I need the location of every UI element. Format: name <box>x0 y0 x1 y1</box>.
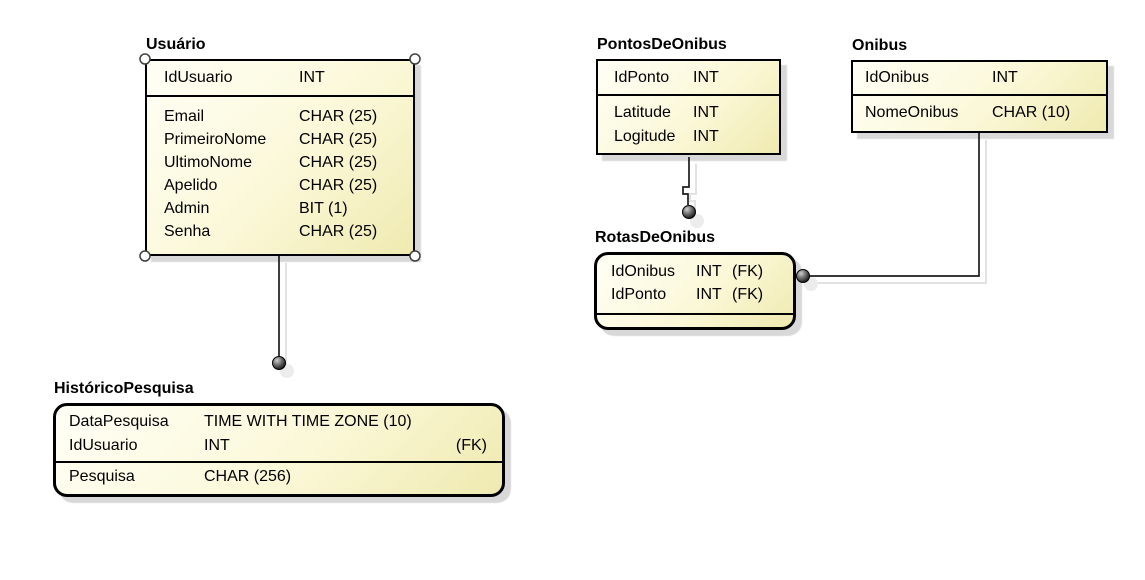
attribute-type: CHAR (256) <box>204 467 292 485</box>
attribute-type: INT <box>693 68 719 86</box>
attribute-type: CHAR (25) <box>299 131 378 148</box>
attribute-row: Logitude INT <box>598 125 795 149</box>
attribute-name: Pesquisa <box>69 467 135 485</box>
entity-title: RotasDeOnibus <box>595 229 716 246</box>
entity-box[interactable]: DataPesquisa TIME WITH TIME ZONE (10) Id… <box>53 403 505 497</box>
entity-box[interactable]: IdOnibus INT (FK) IdPonto INT (FK) <box>594 252 796 330</box>
primary-key-section: IdOnibus INT (FK) IdPonto INT (FK) <box>597 255 793 315</box>
attribute-row: UltimoNome CHAR (25) <box>147 151 430 174</box>
selection-handle[interactable] <box>139 250 151 262</box>
attribute-row: IdUsuario INT <box>147 69 413 87</box>
attributes-section: Pesquisa CHAR (256) <box>56 463 502 490</box>
entity-usuario[interactable]: Usuário IdUsuario INT Email CHAR (25) Pr… <box>145 36 415 256</box>
attribute-type: TIME WITH TIME ZONE (10) <box>204 413 412 430</box>
attributes-section: NomeOnibus CHAR (10) <box>853 96 1106 129</box>
attribute-row: IdUsuario INT (FK) <box>56 434 502 458</box>
relationship-line-shadow <box>812 140 987 284</box>
attributes-section: Latitude INT Logitude INT <box>598 96 779 149</box>
attribute-row: IdOnibus INT <box>853 69 1106 87</box>
selection-handle[interactable] <box>139 53 151 65</box>
attribute-name: IdOnibus <box>611 263 676 280</box>
attribute-type: INT <box>992 69 1018 86</box>
entity-title: Onibus <box>852 37 908 54</box>
attribute-name: PrimeiroNome <box>164 131 267 148</box>
relationship-line <box>806 133 980 277</box>
attribute-name: IdPonto <box>614 68 670 86</box>
endpoint-dot-icon <box>272 356 286 370</box>
entity-title: Usuário <box>146 36 206 53</box>
entity-box[interactable]: IdOnibus INT NomeOnibus CHAR (10) <box>851 60 1108 133</box>
primary-key-section: IdUsuario INT <box>147 61 413 97</box>
attribute-name: Logitude <box>614 128 676 145</box>
entity-pontos-de-onibus[interactable]: PontosDeOnibus IdPonto INT Latitude INT … <box>596 36 781 155</box>
relationship-onibus-rotas[interactable] <box>796 133 987 291</box>
attribute-name: DataPesquisa <box>69 413 169 430</box>
entity-historico-pesquisa[interactable]: HistóricoPesquisa DataPesquisa TIME WITH… <box>53 380 505 497</box>
relationship-line <box>682 157 690 205</box>
primary-key-section: DataPesquisa TIME WITH TIME ZONE (10) Id… <box>56 406 502 463</box>
attribute-type: INT <box>693 128 719 145</box>
foreign-key-marker: (FK) <box>732 263 764 280</box>
attribute-row: Email CHAR (25) <box>147 105 430 128</box>
attribute-row: Senha CHAR (25) <box>147 220 430 243</box>
foreign-key-marker: (FK) <box>732 286 764 303</box>
entity-rotas-de-onibus[interactable]: RotasDeOnibus IdOnibus INT (FK) IdPonto … <box>594 229 796 330</box>
attribute-row: Latitude INT <box>598 101 795 125</box>
attribute-type: CHAR (25) <box>299 177 378 194</box>
foreign-key-marker: (FK) <box>455 437 487 454</box>
relationship-usuario-historico[interactable] <box>272 256 295 378</box>
endpoint-dot-icon <box>682 205 696 219</box>
attribute-type: INT <box>696 286 722 303</box>
attribute-name: Email <box>164 108 205 125</box>
attribute-name: IdUsuario <box>69 437 138 454</box>
selection-handle[interactable] <box>409 250 421 262</box>
relationship-line-shadow <box>689 164 697 212</box>
entity-title: HistóricoPesquisa <box>54 380 194 397</box>
attribute-name: Admin <box>164 200 210 217</box>
attributes-section: Email CHAR (25) PrimeiroNome CHAR (25) U… <box>147 97 413 243</box>
attribute-type: INT <box>299 69 325 86</box>
attribute-type: BIT (1) <box>299 200 348 217</box>
attribute-row: IdPonto INT (FK) <box>597 283 793 306</box>
attribute-type: INT <box>204 437 230 454</box>
entity-onibus[interactable]: Onibus IdOnibus INT NomeOnibus CHAR (10) <box>851 37 1108 133</box>
entity-box[interactable]: IdPonto INT Latitude INT Logitude INT <box>596 59 781 155</box>
attribute-row: Apelido CHAR (25) <box>147 174 430 197</box>
attribute-name: Latitude <box>614 104 671 121</box>
primary-key-section: IdPonto INT <box>598 61 779 96</box>
attribute-row: Admin BIT (1) <box>147 197 430 220</box>
attribute-type: CHAR (25) <box>299 108 378 125</box>
attribute-type: INT <box>693 104 719 121</box>
attribute-row: IdPonto INT <box>598 69 779 87</box>
attribute-row: IdOnibus INT (FK) <box>597 260 793 283</box>
attribute-row: Pesquisa CHAR (256) <box>56 465 306 489</box>
attribute-type: CHAR (25) <box>299 223 378 240</box>
attribute-name: Senha <box>164 223 211 240</box>
selection-handles-usuario <box>139 53 421 262</box>
attribute-name: Apelido <box>164 177 218 194</box>
attribute-row: NomeOnibus CHAR (10) <box>853 104 1106 122</box>
attribute-name: NomeOnibus <box>865 103 959 121</box>
attribute-name: IdPonto <box>611 286 667 303</box>
endpoint-dot-shadow-icon <box>690 214 704 228</box>
attribute-name: UltimoNome <box>164 154 253 171</box>
attribute-type: CHAR (25) <box>299 154 378 171</box>
attribute-row: DataPesquisa TIME WITH TIME ZONE (10) <box>56 410 502 434</box>
selection-handle[interactable] <box>409 53 421 65</box>
attribute-row: PrimeiroNome CHAR (25) <box>147 128 430 151</box>
attribute-type: CHAR (10) <box>992 103 1071 121</box>
endpoint-dot-icon <box>796 269 810 283</box>
attribute-name: IdOnibus <box>865 69 930 86</box>
attribute-type: INT <box>696 263 722 280</box>
primary-key-section: IdOnibus INT <box>853 62 1106 96</box>
attribute-name: IdUsuario <box>164 69 233 86</box>
entity-box[interactable]: IdUsuario INT Email CHAR (25) PrimeiroNo… <box>145 59 415 256</box>
entity-title: PontosDeOnibus <box>597 36 727 53</box>
relationship-pontos-rotas[interactable] <box>682 157 705 228</box>
